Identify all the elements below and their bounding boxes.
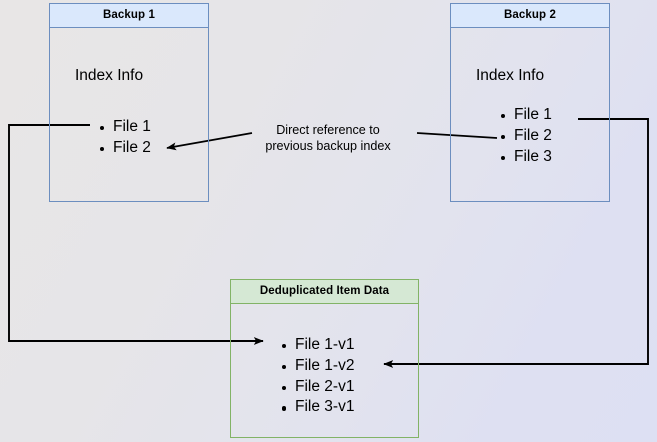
backup-2-file-list: File 1 File 2 File 3 bbox=[500, 105, 552, 167]
list-item: File 1-v1 bbox=[281, 335, 354, 356]
list-item: File 2-v1 bbox=[281, 377, 354, 398]
list-item: File 1 bbox=[500, 105, 552, 126]
dedup-file-list: File 1-v1 File 1-v2 File 2-v1 File 3-v1 bbox=[281, 335, 354, 418]
caption-line-1: Direct reference to bbox=[276, 123, 380, 137]
list-item: File 2 bbox=[99, 138, 151, 159]
node-backup-1[interactable]: Backup 1 Index Info File 1 File 2 bbox=[49, 3, 209, 202]
list-item: File 3 bbox=[500, 147, 552, 168]
direct-reference-caption: Direct reference to previous backup inde… bbox=[253, 122, 403, 154]
backup-1-file-list: File 1 File 2 bbox=[99, 117, 151, 159]
node-backup-2-header: Backup 2 bbox=[451, 4, 609, 28]
list-item: File 1-v2 bbox=[281, 356, 354, 377]
backup-2-index-info-label: Index Info bbox=[476, 67, 545, 84]
list-item: File 3-v1 bbox=[281, 397, 354, 418]
node-deduplicated-item-data[interactable]: Deduplicated Item Data File 1-v1 File 1-… bbox=[230, 279, 419, 438]
node-backup-2-body: Index Info File 1 File 2 File 3 bbox=[451, 28, 609, 201]
node-backup-1-body: Index Info File 1 File 2 bbox=[50, 28, 208, 201]
node-backup-1-header: Backup 1 bbox=[50, 4, 208, 28]
node-backup-2[interactable]: Backup 2 Index Info File 1 File 2 File 3 bbox=[450, 3, 610, 202]
backup-1-index-info-label: Index Info bbox=[75, 67, 144, 84]
list-item: File 2 bbox=[500, 126, 552, 147]
list-item: File 1 bbox=[99, 117, 151, 138]
node-dedup-body: File 1-v1 File 1-v2 File 2-v1 File 3-v1 bbox=[231, 304, 418, 437]
caption-line-2: previous backup index bbox=[265, 139, 391, 153]
node-dedup-header: Deduplicated Item Data bbox=[231, 280, 418, 304]
